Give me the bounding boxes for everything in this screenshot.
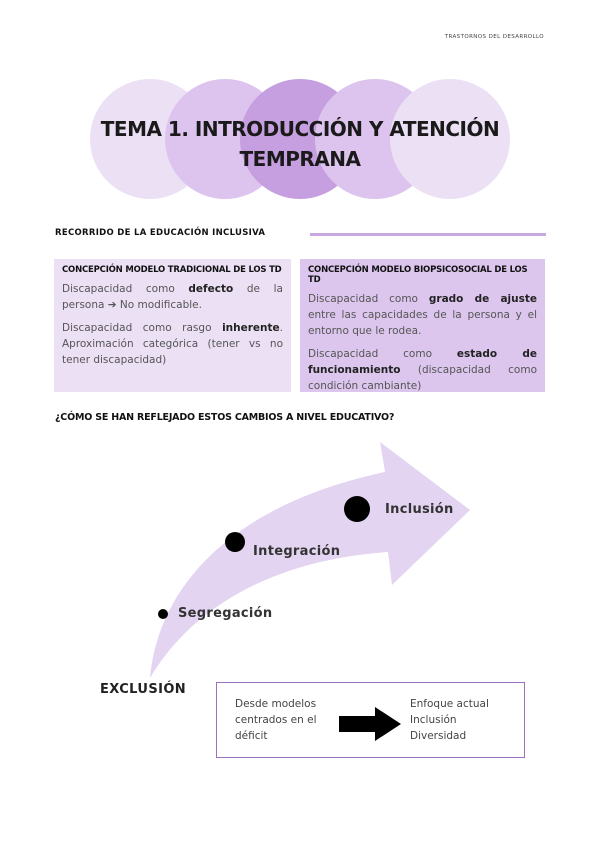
stage-inclusion-label: Inclusión bbox=[385, 502, 454, 517]
traditional-model-text-1: Discapacidad como defecto de la persona … bbox=[62, 281, 283, 313]
right-arrow-icon bbox=[339, 707, 401, 741]
text-bold: grado de ajuste bbox=[428, 293, 537, 305]
text-bold: inherente bbox=[222, 322, 280, 334]
text: entre las capacidades de la persona y el… bbox=[308, 309, 537, 337]
text: Discapacidad como bbox=[308, 293, 429, 305]
title-line-2: TEMPRANA bbox=[239, 147, 361, 171]
biopsychosocial-model-box: CONCEPCIÓN MODELO BIOPSICOSOCIAL DE LOS … bbox=[300, 259, 545, 392]
text: Discapacidad como bbox=[62, 283, 189, 295]
segregation-dot bbox=[158, 609, 168, 619]
stage-integration-label: Integración bbox=[253, 544, 341, 559]
traditional-model-text-2: Discapacidad como rasgo inherente. Aprox… bbox=[62, 320, 283, 368]
traditional-model-title: CONCEPCIÓN MODELO TRADICIONAL DE LOS TD bbox=[62, 265, 282, 275]
inclusion-dot bbox=[344, 496, 370, 522]
text-bold: estado de funcionamiento bbox=[308, 348, 537, 376]
text: Discapacidad como rasgo bbox=[62, 322, 223, 334]
title-circles bbox=[90, 79, 510, 199]
title-line-1: TEMA 1. INTRODUCCIÓN Y ATENCIÓN bbox=[100, 117, 500, 141]
text: (discapacidad como condición cambiante) bbox=[308, 364, 537, 392]
section-divider bbox=[310, 233, 546, 236]
traditional-model-box: CONCEPCIÓN MODELO TRADICIONAL DE LOS TD … bbox=[54, 259, 291, 392]
question-heading: ¿CÓMO SE HAN REFLEJADO ESTOS CAMBIOS A N… bbox=[55, 412, 395, 423]
page-title: TEMA 1. INTRODUCCIÓN Y ATENCIÓN TEMPRANA bbox=[90, 114, 510, 174]
current-approach-line: Inclusión bbox=[410, 714, 457, 726]
biopsychosocial-model-title: CONCEPCIÓN MODELO BIOPSICOSOCIAL DE LOS … bbox=[308, 265, 528, 285]
text: Discapacidad como bbox=[308, 348, 457, 360]
current-approach-line: Enfoque actual bbox=[410, 698, 489, 710]
text: de la persona ➔ No modificable. bbox=[62, 283, 283, 311]
stage-segregation-label: Segregación bbox=[178, 606, 273, 621]
header-tag: TRASTORNOS DEL DESARROLLO bbox=[444, 34, 544, 40]
biopsychosocial-model-text-1: Discapacidad como grado de ajuste entre … bbox=[308, 291, 537, 339]
current-approach-line: Diversidad bbox=[410, 730, 467, 742]
model-shift-box: Desde modelos centrados en el déficit En… bbox=[216, 682, 525, 758]
text: . Aproximación categórica (tener vs no t… bbox=[62, 322, 283, 366]
section-heading: RECORRIDO DE LA EDUCACIÓN INCLUSIVA bbox=[55, 228, 266, 238]
deficit-model-text: Desde modelos centrados en el déficit bbox=[235, 698, 317, 742]
biopsychosocial-model-text-2: Discapacidad como estado de funcionamien… bbox=[308, 346, 537, 394]
exclusion-label: EXCLUSIÓN bbox=[100, 682, 187, 697]
current-approach-text: Enfoque actual Inclusión Diversidad bbox=[410, 696, 520, 744]
curved-arrow-shape bbox=[150, 442, 470, 678]
integration-dot bbox=[225, 532, 245, 552]
text-bold: defecto bbox=[188, 283, 234, 295]
